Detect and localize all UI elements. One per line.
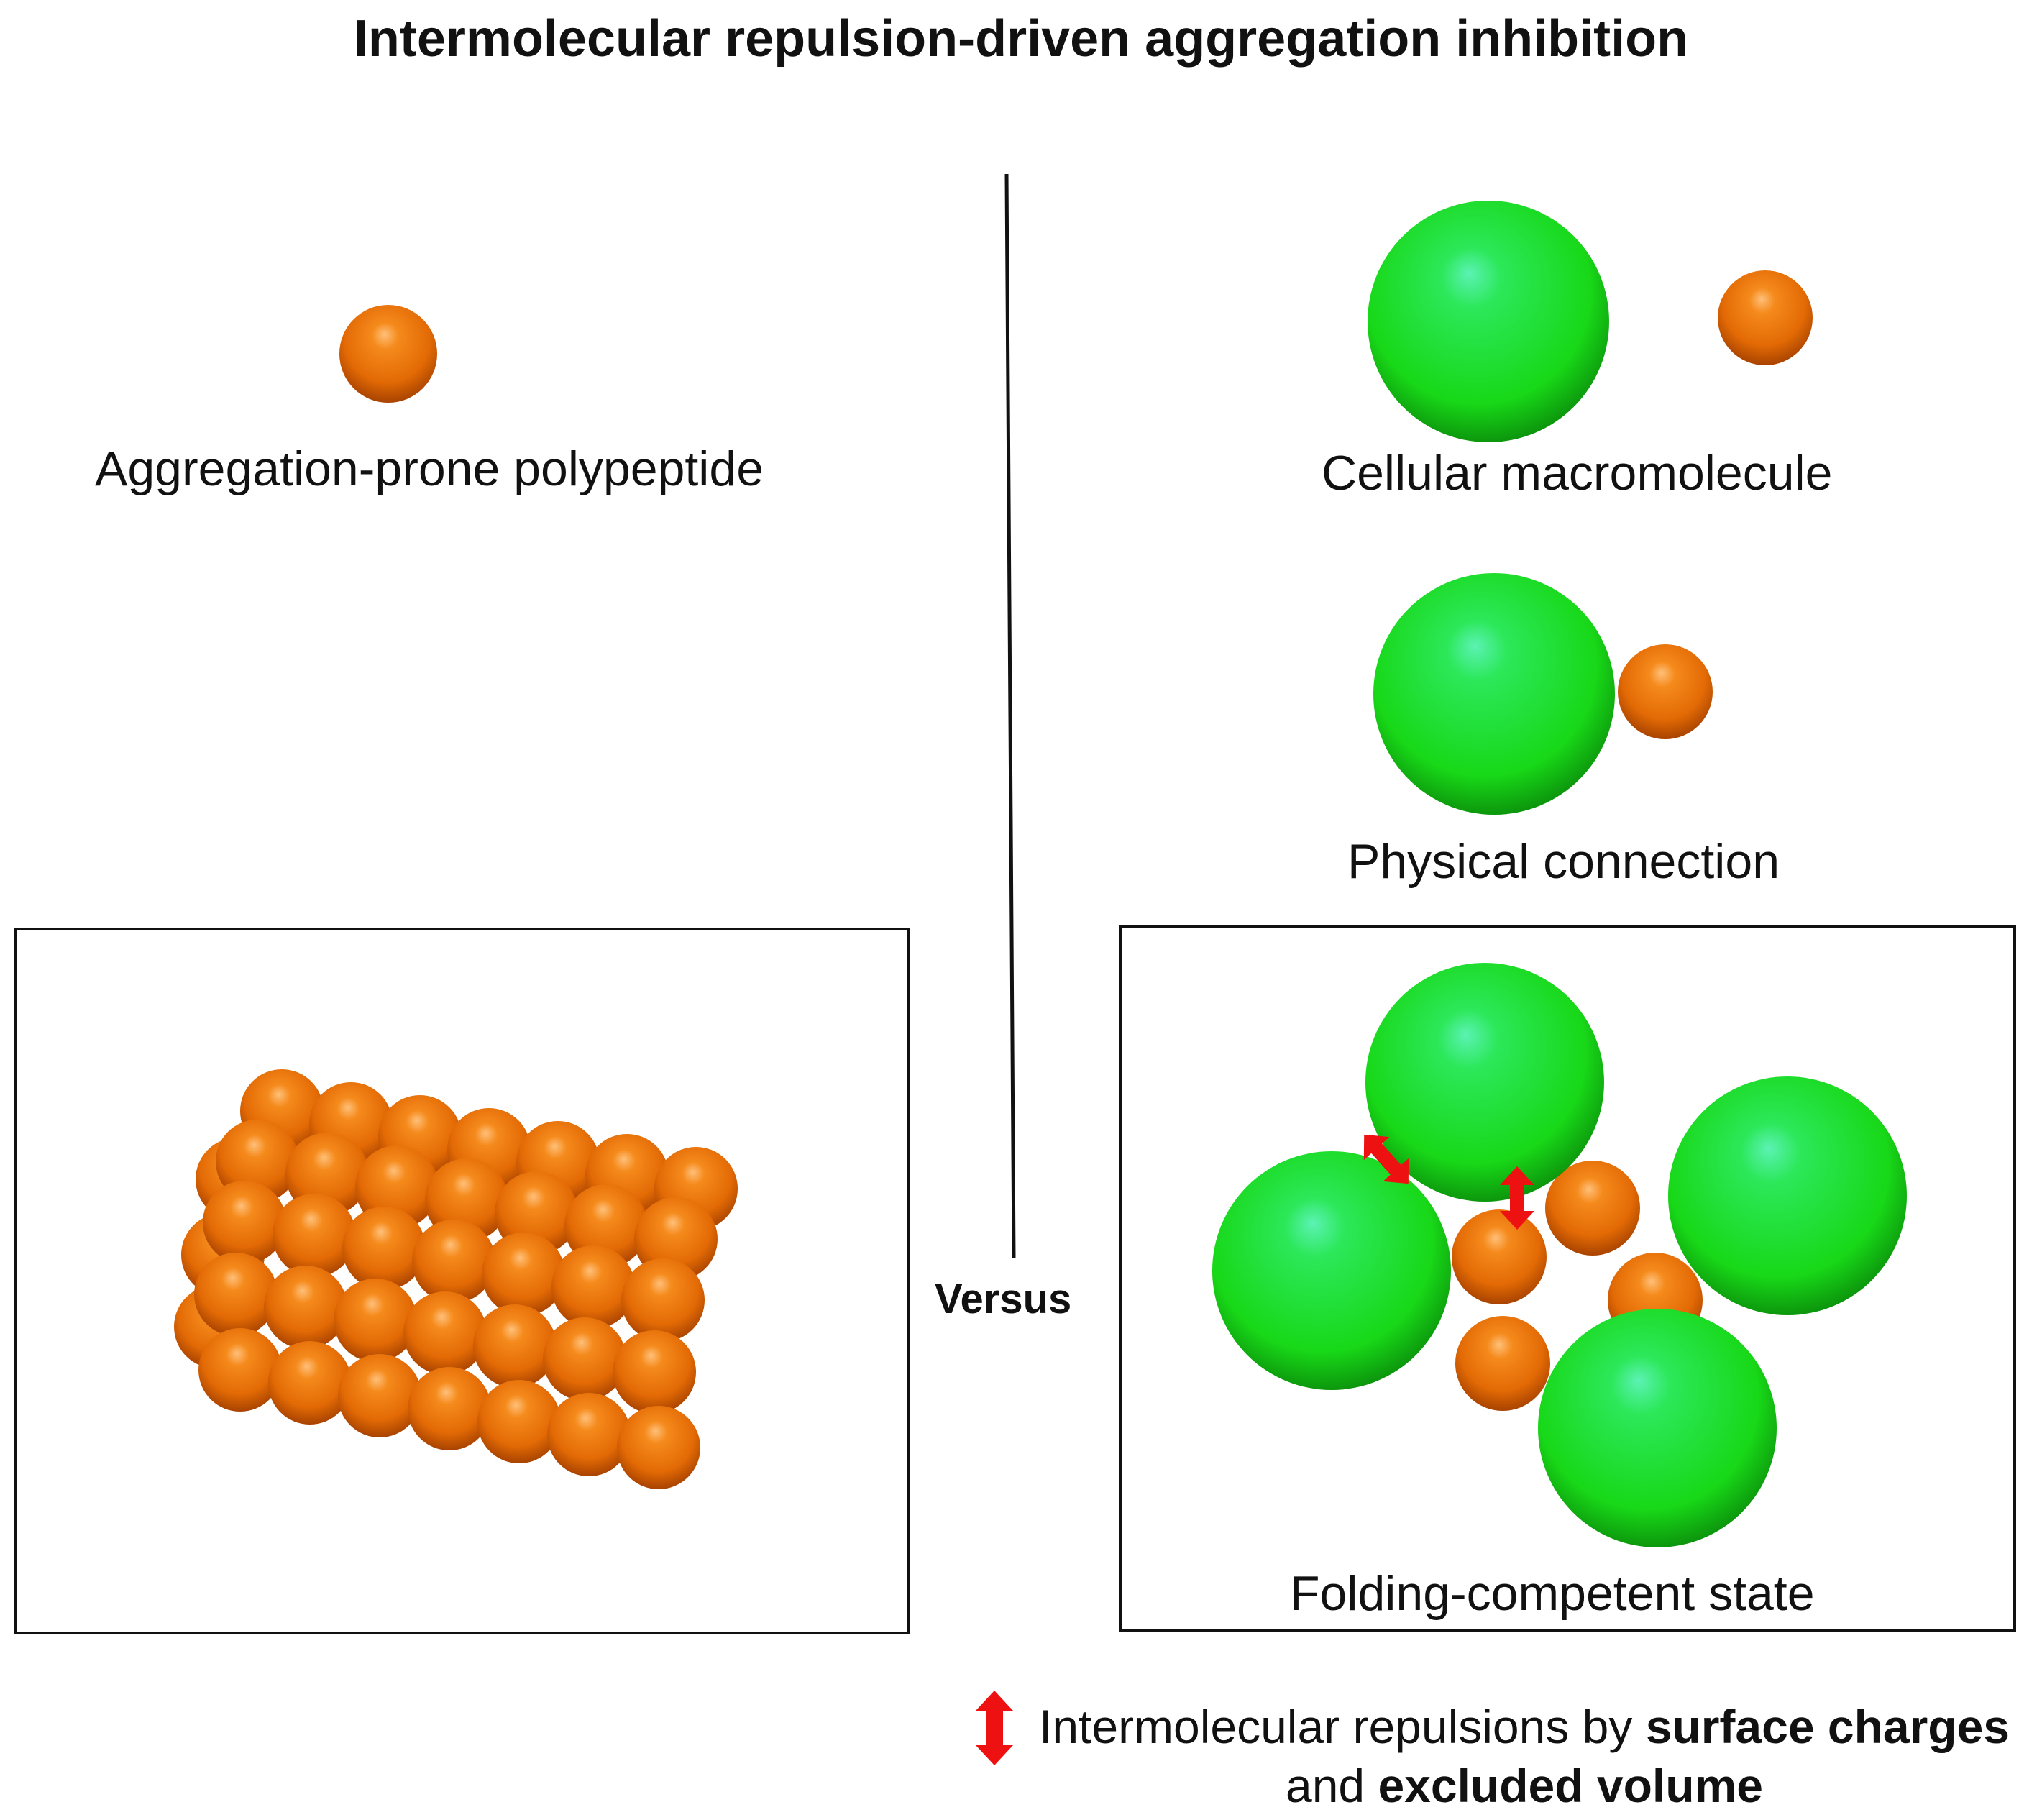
folding-state-label: Folding-competent state: [1290, 1566, 1815, 1621]
polypeptide-sphere: [1545, 1161, 1640, 1256]
polypeptide-sphere: [1618, 644, 1713, 739]
diagram-title: Intermolecular repulsion-driven aggregat…: [353, 10, 1689, 68]
legend-bold-excluded-volume: excluded volume: [1378, 1759, 1763, 1812]
aggregate-sphere: [543, 1317, 626, 1401]
repulsion-arrow: [1363, 1134, 1409, 1184]
aggregate-sphere: [194, 1253, 278, 1336]
polypeptide-sphere: [1455, 1316, 1550, 1411]
macromolecule-sphere: [1365, 963, 1604, 1202]
legend-bold-surface-charges: surface charges: [1645, 1700, 2010, 1753]
aggregate-box: [14, 928, 910, 1634]
polypeptide-sphere: [339, 305, 437, 403]
legend-line-2: and excluded volume: [1007, 1756, 2042, 1815]
legend-line-1: Intermolecular repulsions by surface cha…: [1007, 1697, 2042, 1756]
aggregate-sphere: [473, 1304, 557, 1388]
aggregate-cluster: [174, 1069, 738, 1489]
macromolecule-label: Cellular macromolecule: [1322, 446, 1833, 500]
aggregate-sphere: [547, 1393, 631, 1476]
macromolecule-sphere: [1668, 1076, 1907, 1315]
aggregate-sphere: [617, 1406, 700, 1489]
aggregate-sphere: [477, 1380, 561, 1463]
legend-text: Intermolecular repulsions by: [1038, 1700, 1646, 1753]
aggregate-sphere: [408, 1367, 491, 1450]
aggregate-sphere: [334, 1279, 417, 1362]
aggregate-sphere: [198, 1328, 282, 1412]
aggregate-sphere: [482, 1233, 565, 1316]
folding-state-box: [1119, 925, 2016, 1632]
aggregate-sphere: [403, 1291, 487, 1375]
aggregate-sphere: [342, 1207, 426, 1290]
aggregate-sphere: [273, 1194, 356, 1277]
aggregate-sphere: [264, 1266, 347, 1349]
aggregate-sphere: [338, 1354, 421, 1437]
macromolecule-sphere: [1538, 1309, 1777, 1547]
macromolecule-sphere: [1373, 573, 1615, 815]
legend-text: and: [1286, 1759, 1378, 1812]
polypeptide-label: Aggregation-prone polypeptide: [95, 442, 764, 496]
aggregate-sphere: [268, 1341, 352, 1425]
aggregate-sphere: [551, 1245, 635, 1329]
divider-line: [1004, 173, 1016, 1259]
macromolecule-sphere: [1368, 201, 1609, 442]
polypeptide-sphere: [1718, 270, 1813, 365]
aggregate-sphere: [412, 1220, 495, 1303]
repulsion-arrow-icon: [976, 1691, 1013, 1765]
aggregate-sphere: [621, 1258, 705, 1342]
repulsion-arrow: [1500, 1166, 1534, 1230]
legend: Intermolecular repulsions by surface cha…: [1007, 1697, 2042, 1815]
aggregate-sphere: [203, 1181, 286, 1264]
versus-label: Versus: [935, 1276, 1072, 1322]
connection-label: Physical connection: [1347, 834, 1780, 889]
macromolecule-sphere: [1212, 1151, 1451, 1390]
aggregate-sphere: [613, 1330, 696, 1414]
polypeptide-sphere: [1452, 1209, 1547, 1304]
